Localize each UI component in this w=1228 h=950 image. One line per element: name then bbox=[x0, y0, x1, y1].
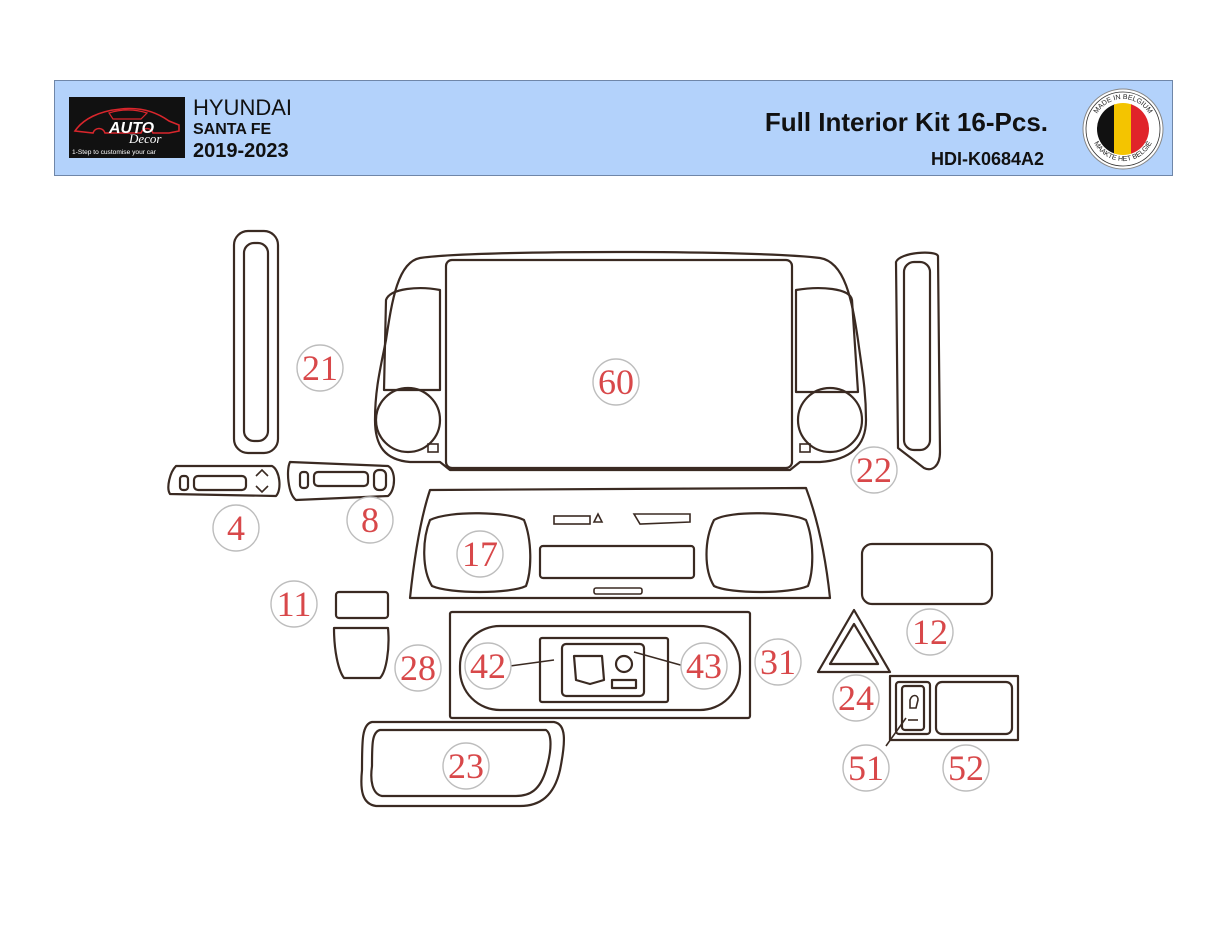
part-label-43: 43 bbox=[680, 642, 728, 690]
part-label-24: 24 bbox=[832, 674, 880, 722]
label-text-11: 11 bbox=[277, 584, 312, 624]
part-label-52: 52 bbox=[942, 744, 990, 792]
part-label-22: 22 bbox=[850, 446, 898, 494]
made-in-belgium-badge-icon: MADE IN BELGIUM MAAKTE HET BELGIË bbox=[1082, 88, 1164, 170]
car-silhouette-icon: AUTO Decor 1-Step to customise your car bbox=[72, 107, 180, 156]
label-text-12: 12 bbox=[912, 612, 948, 652]
part-label-17: 17 bbox=[456, 530, 504, 578]
label-text-17: 17 bbox=[462, 534, 498, 574]
part-51-52-outline bbox=[885, 674, 1020, 747]
part-22-outline bbox=[894, 251, 942, 471]
part-label-31: 31 bbox=[754, 638, 802, 686]
header-banner: AUTO Decor 1-Step to customise your car … bbox=[54, 80, 1173, 176]
label-text-51: 51 bbox=[848, 748, 884, 788]
part-12-outline bbox=[860, 542, 994, 606]
part-label-23: 23 bbox=[442, 742, 490, 790]
part-label-11: 11 bbox=[270, 580, 318, 628]
label-text-4: 4 bbox=[227, 508, 245, 548]
label-text-31: 31 bbox=[760, 642, 796, 682]
part-28-31-outline bbox=[448, 610, 752, 720]
vehicle-model: SANTA FE bbox=[193, 121, 272, 138]
autodecor-logo: AUTO Decor 1-Step to customise your car bbox=[69, 97, 185, 158]
label-text-21: 21 bbox=[302, 348, 338, 388]
part-label-8: 8 bbox=[346, 496, 394, 544]
label-text-23: 23 bbox=[448, 746, 484, 786]
part-4-outline bbox=[167, 464, 281, 498]
logo-text-decor: Decor bbox=[128, 131, 162, 146]
vehicle-years: 2019-2023 bbox=[193, 140, 289, 162]
part-label-21: 21 bbox=[296, 344, 344, 392]
label-text-22: 22 bbox=[856, 450, 892, 490]
label-text-42: 42 bbox=[470, 646, 506, 686]
label-text-8: 8 bbox=[361, 500, 379, 540]
label-text-28: 28 bbox=[400, 648, 436, 688]
part-24-outline bbox=[816, 608, 892, 674]
label-text-52: 52 bbox=[948, 748, 984, 788]
logo-text-auto: AUTO bbox=[108, 120, 155, 137]
part-17-outline bbox=[408, 486, 832, 600]
part-label-42: 42 bbox=[464, 642, 512, 690]
part-11-outline bbox=[332, 590, 390, 680]
label-text-43: 43 bbox=[686, 646, 722, 686]
part-23-outline bbox=[360, 720, 566, 808]
kit-code: HDI-K0684A2 bbox=[930, 149, 1044, 169]
part-60-outline bbox=[373, 250, 868, 472]
part-21-outline bbox=[232, 229, 280, 455]
vehicle-make: HYUNDAI bbox=[193, 95, 293, 120]
part-label-12: 12 bbox=[906, 608, 954, 656]
part-label-60: 60 bbox=[592, 358, 640, 406]
label-text-60: 60 bbox=[598, 362, 634, 402]
part-8-outline bbox=[286, 460, 396, 502]
part-label-28: 28 bbox=[394, 644, 442, 692]
kit-title: Full Interior Kit 16-Pcs. bbox=[764, 107, 1048, 137]
label-text-24: 24 bbox=[838, 678, 874, 718]
part-label-4: 4 bbox=[212, 504, 260, 552]
part-label-51: 51 bbox=[842, 744, 890, 792]
vehicle-info: HYUNDAI SANTA FE 2019-2023 bbox=[193, 96, 292, 163]
logo-tagline: 1-Step to customise your car bbox=[72, 149, 157, 156]
